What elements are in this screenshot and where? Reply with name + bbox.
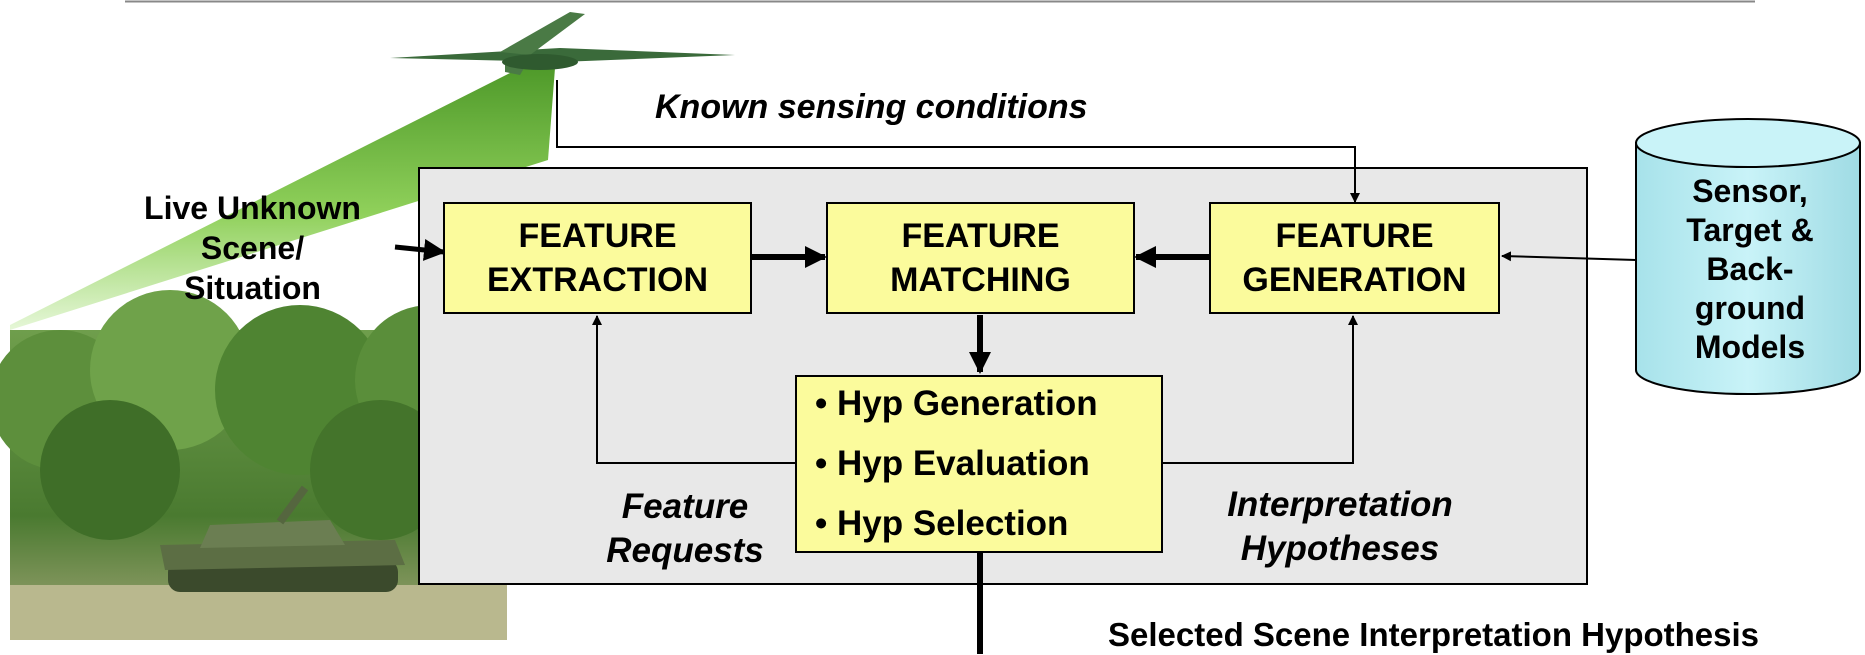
feature-requests-label: Feature Requests bbox=[606, 487, 764, 570]
interpretation-hypotheses-arrow bbox=[1163, 315, 1358, 464]
models-to-generation-arrow bbox=[1501, 251, 1637, 262]
hyp-evaluation-item: • Hyp Evaluation bbox=[815, 444, 1090, 483]
feature-generation-box: FEATURE GENERATION bbox=[1209, 202, 1500, 314]
interpretation-hypotheses-label: Interpretation Hypotheses bbox=[1227, 485, 1453, 568]
models-label: Sensor, Target & Back- ground Models bbox=[1686, 173, 1814, 365]
live-scene-label: Live Unknown Scene/ Situation bbox=[144, 190, 361, 306]
hypothesis-box: • Hyp Generation • Hyp Evaluation • Hyp … bbox=[795, 375, 1163, 553]
known-sensing-label: Known sensing conditions bbox=[655, 88, 1088, 126]
scene-input-arrow bbox=[394, 239, 446, 261]
feature-matching-box: FEATURE MATCHING bbox=[826, 202, 1135, 314]
sensor-cone bbox=[10, 68, 555, 330]
hyp-generation-item: • Hyp Generation bbox=[815, 384, 1098, 423]
tank-graphic bbox=[160, 485, 405, 592]
feature-extraction-box: FEATURE EXTRACTION bbox=[443, 202, 752, 314]
models-cylinder bbox=[1635, 118, 1861, 395]
hyp-selection-item: • Hyp Selection bbox=[815, 504, 1069, 543]
selected-hypothesis-label: Selected Scene Interpretation Hypothesis bbox=[1108, 616, 1760, 653]
drone-graphic bbox=[390, 12, 735, 75]
sensing-conditions-arrow bbox=[556, 80, 1360, 203]
feature-requests-arrow bbox=[592, 315, 795, 464]
